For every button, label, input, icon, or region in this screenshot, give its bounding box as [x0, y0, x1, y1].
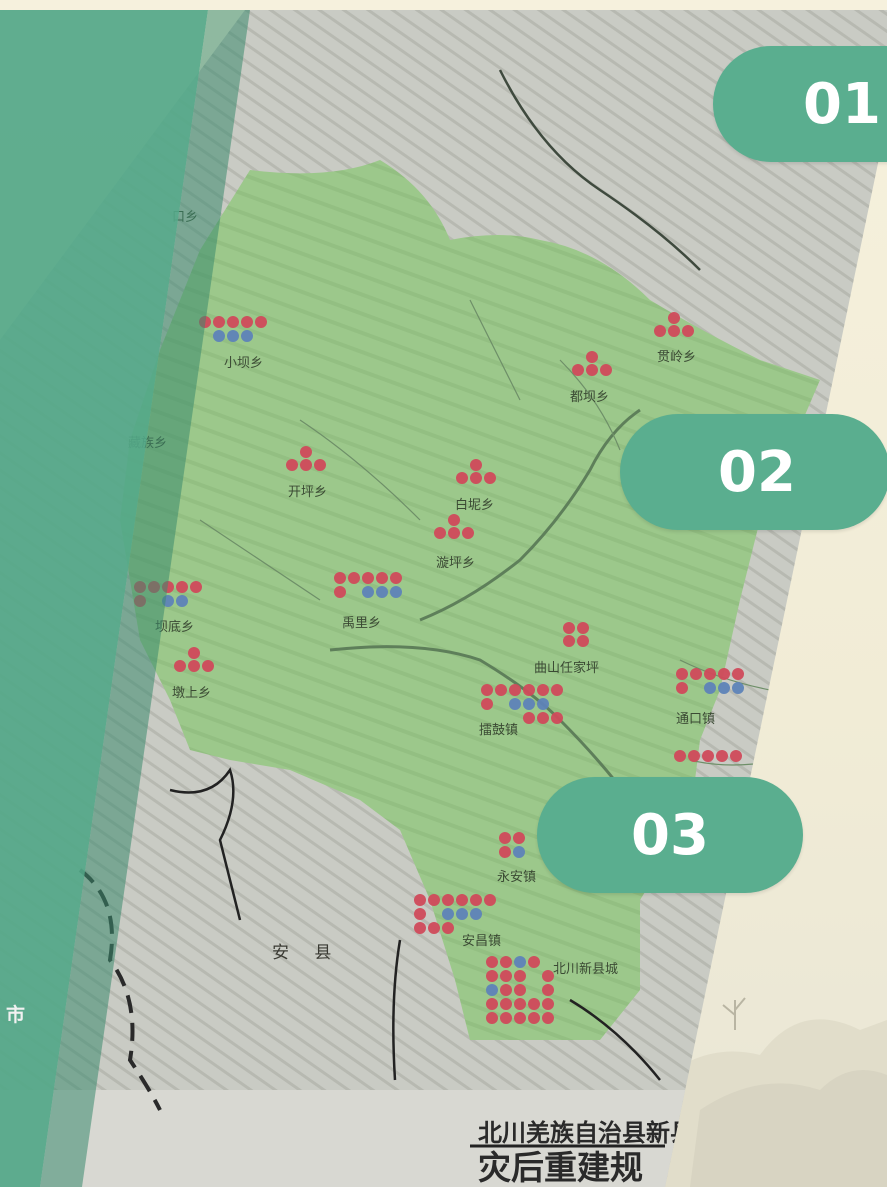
road — [498, 69, 701, 271]
place-label: 禹里乡 — [342, 616, 382, 631]
map-title-line-2: 灾后重建规 — [478, 1148, 643, 1187]
place-label: 口乡 — [172, 210, 199, 225]
county-label: 安 县 — [272, 943, 342, 963]
place-label: 通口镇 — [676, 712, 716, 727]
place-label: 擂鼓镇 — [479, 723, 519, 738]
road — [392, 939, 402, 1081]
place-label: 开坪乡 — [288, 485, 328, 500]
place-label: 安昌镇 — [462, 934, 502, 949]
place-label: 小坝乡 — [224, 356, 264, 371]
edge-text: 市 — [6, 1004, 26, 1026]
tab-number: 01 — [803, 71, 881, 137]
place-label: 都坝乡 — [570, 390, 610, 405]
thin-lines — [199, 299, 621, 601]
place-label: 贯岭乡 — [657, 350, 697, 365]
road — [569, 998, 661, 1081]
river — [419, 408, 641, 622]
river — [329, 645, 632, 801]
place-label: 藏族乡 — [128, 436, 168, 451]
tab-number: 03 — [631, 802, 709, 868]
place-label: 墩上乡 — [172, 686, 212, 701]
section-tab-02[interactable]: 02 — [620, 414, 887, 530]
section-tab-01[interactable]: 01 — [713, 46, 887, 162]
place-label: 永安镇 — [497, 870, 537, 885]
place-label: 北川新县城 — [553, 962, 619, 977]
map-title-line-1: 北川羌族自治县新县 — [478, 1118, 694, 1147]
section-tab-03[interactable]: 03 — [537, 777, 803, 893]
place-label: 白坭乡 — [455, 498, 495, 513]
place-label: 曲山任家坪 — [534, 661, 600, 676]
tab-number: 02 — [718, 439, 796, 505]
facility-markers — [134, 312, 744, 1024]
place-label: 漩坪乡 — [436, 556, 476, 571]
place-label: 坝底乡 — [155, 620, 195, 635]
